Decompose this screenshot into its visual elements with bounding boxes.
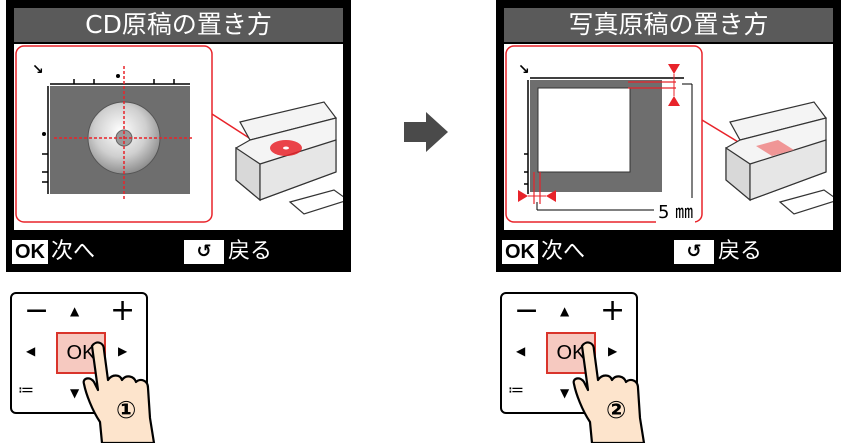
photo-document — [537, 87, 631, 173]
right-arrow-icon — [404, 112, 448, 152]
corner-mark-icon: ↘ — [518, 62, 530, 78]
highlight-frame — [15, 45, 213, 223]
pressing-hand-icon — [572, 341, 646, 443]
down-arrow-button[interactable]: ▼ — [560, 386, 570, 400]
soft-key-bar: OK 次へ ↺ 戻る — [6, 232, 351, 272]
up-arrow-button[interactable]: ▲ — [70, 304, 80, 318]
screen-content-photo: ↘ — [504, 44, 840, 230]
down-arrow-button[interactable]: ▼ — [70, 386, 80, 400]
printer-illustration — [725, 101, 840, 215]
menu-icon[interactable]: ≔ — [18, 380, 34, 399]
lcd-screen-photo: 写真原稿の置き方 ↘ — [496, 0, 841, 272]
lcd-screen-cd: CD原稿の置き方 ↘ — [6, 0, 351, 272]
corner-mark-icon: ↘ — [32, 62, 44, 78]
pressing-hand-icon — [82, 341, 156, 443]
back-key-icon: ↺ — [674, 240, 714, 264]
right-arrow-button[interactable]: ▶ — [608, 344, 618, 358]
up-arrow-button[interactable]: ▲ — [560, 304, 570, 318]
back-label: 戻る — [228, 239, 273, 264]
plus-button[interactable]: + — [600, 293, 626, 328]
back-key-icon: ↺ — [184, 240, 224, 264]
menu-icon[interactable]: ≔ — [508, 380, 524, 399]
ok-key-icon: OK — [12, 240, 48, 264]
margin-measurement: 5 ㎜ — [656, 198, 696, 224]
screen-title: 写真原稿の置き方 — [504, 8, 833, 42]
plus-button[interactable]: + — [110, 293, 136, 328]
ok-key-icon: OK — [502, 240, 538, 264]
next-label: 次へ — [541, 239, 586, 264]
minus-button[interactable]: − — [24, 293, 50, 328]
next-label: 次へ — [51, 239, 96, 264]
soft-key-bar: OK 次へ ↺ 戻る — [496, 232, 841, 272]
screen-title: CD原稿の置き方 — [14, 8, 343, 42]
right-arrow-button[interactable]: ▶ — [118, 344, 128, 358]
screen-content-cd: ↘ — [14, 44, 350, 230]
back-label: 戻る — [718, 239, 763, 264]
printer-illustration — [235, 101, 350, 215]
highlight-frame — [505, 45, 703, 223]
minus-button[interactable]: − — [514, 293, 540, 328]
step-number: ① — [116, 396, 137, 424]
left-arrow-button[interactable]: ◀ — [516, 344, 526, 358]
step-number: ② — [606, 396, 627, 424]
control-panel-keypad: − + ▲ ◀ OK ▶ ≔ ▼ — [500, 292, 638, 414]
left-arrow-button[interactable]: ◀ — [26, 344, 36, 358]
